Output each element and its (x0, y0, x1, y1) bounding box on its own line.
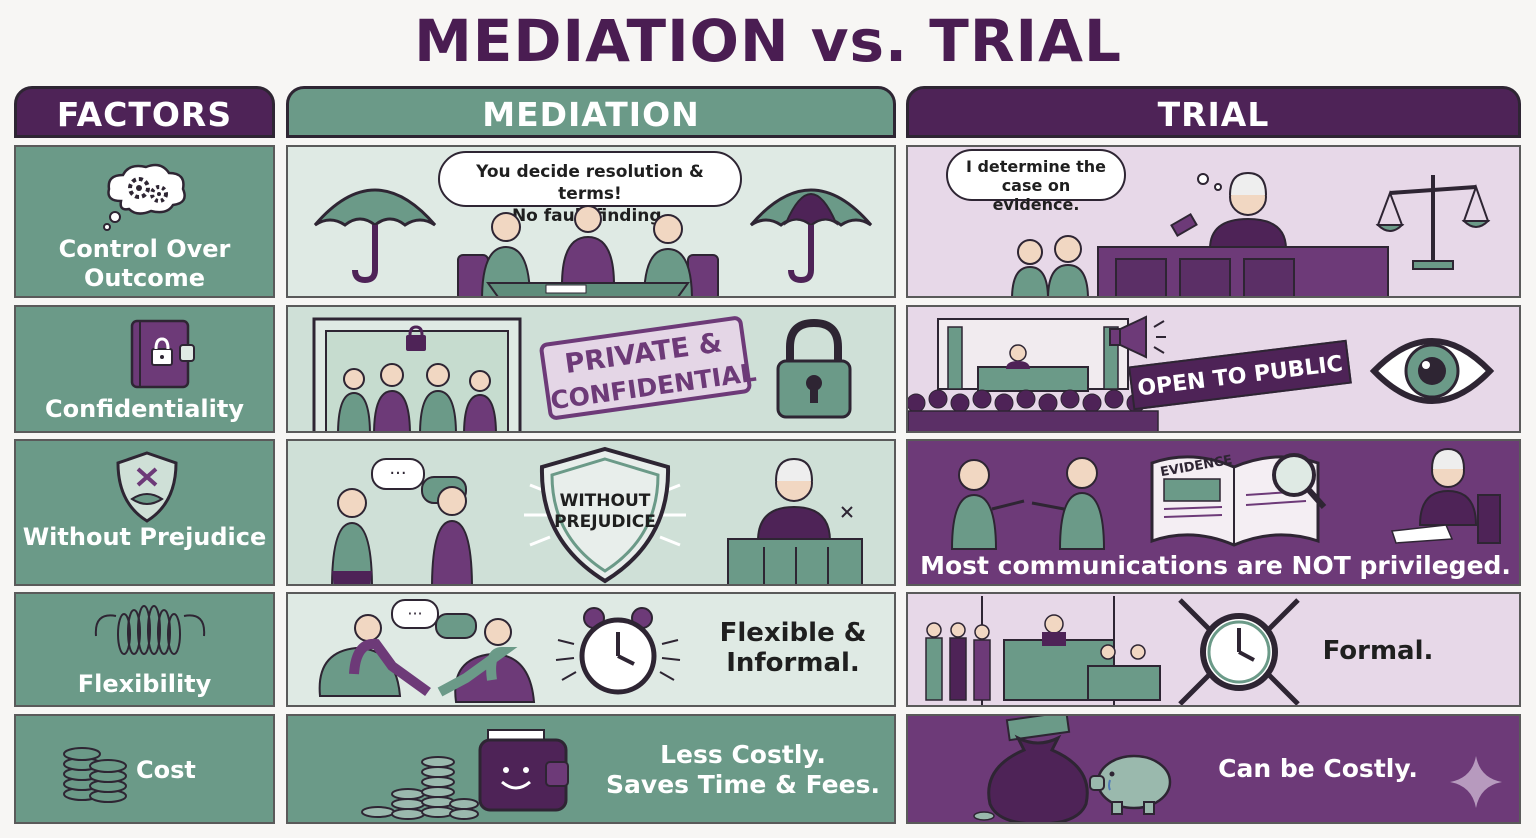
spring-coil-icon (94, 605, 206, 655)
mediation-table-people-icon (457, 205, 719, 296)
header-trial: TRIAL (906, 86, 1521, 138)
svg-text:···: ··· (407, 604, 422, 623)
factor-cell-confidentiality: Confidentiality (14, 305, 275, 433)
factor-cell-cost: Cost (14, 714, 275, 824)
mediation-flexibility-text: Flexible & Informal. (698, 618, 888, 678)
arguing-people-icon (950, 457, 1106, 550)
judge-writing-icon (1390, 447, 1501, 544)
money-bag-icon (973, 716, 1089, 822)
chained-clock-icon (1178, 598, 1300, 705)
judge-crossed-arms-icon (727, 457, 863, 584)
shield-line: PREJUDICE (554, 512, 656, 532)
trial-cell-confidentiality: OPEN TO PUBLIC (906, 305, 1521, 433)
header-factors: FACTORS (14, 86, 275, 138)
formal-courtroom-icon (925, 596, 1161, 705)
umbrella-icon (749, 188, 873, 284)
coins-pile-icon (361, 756, 479, 820)
trial-cost-text: Can be Costly. (1218, 754, 1418, 783)
factor-label: Confidentiality (45, 395, 244, 423)
mediator-speech-bubble: You decide resolution & terms! No fault … (438, 151, 742, 226)
padlock-icon (776, 318, 852, 419)
judge-bench-icon (1011, 171, 1389, 296)
private-room-people-icon (312, 317, 522, 431)
gears-thought-cloud-icon (103, 163, 186, 231)
factor-cell-control: Control Over Outcome (14, 145, 275, 298)
piggy-bank-icon (1089, 754, 1172, 815)
evidence-book-icon (1150, 453, 1327, 547)
factor-label: Cost (136, 756, 196, 784)
public-courtroom-audience-icon (908, 318, 1159, 431)
mediation-cell-cost: Less Costly. Saves Time & Fees. (286, 714, 896, 824)
two-people-talking-icon: ··· (331, 458, 473, 584)
smiling-wallet-icon (478, 729, 569, 812)
trial-flexibility-text: Formal. (1322, 636, 1434, 666)
factor-label: Without Prejudice (22, 523, 267, 551)
trial-cell-prejudice: EVIDENCE Most communications are NOT pri… (906, 439, 1521, 586)
alarm-clock-icon (555, 607, 681, 695)
judge-speech-bubble: I determine the case on evidence. (946, 149, 1126, 214)
relaxed-people-beanbags-icon: ··· (318, 599, 536, 703)
trial-cell-cost: Can be Costly. (906, 714, 1521, 824)
private-confidential-stamp: PRIVATE & CONFIDENTIAL (538, 315, 758, 421)
bubble-line: You decide resolution & terms! (476, 162, 704, 204)
page-title: MEDIATION vs. TRIAL (414, 7, 1122, 75)
shield-silence-icon (116, 451, 178, 523)
scales-of-justice-icon (1375, 175, 1491, 270)
sparkle-icon (1450, 756, 1502, 808)
mediation-cell-flexibility: ··· Flexible & Informal. (286, 592, 896, 707)
text-line: Informal. (726, 648, 860, 678)
trial-cell-flexibility: Formal. (906, 592, 1521, 707)
factor-label: Control Over Outcome (58, 235, 231, 292)
shield-line: WITHOUT (559, 491, 651, 511)
mediation-cell-confidentiality: PRIVATE & CONFIDENTIAL (286, 305, 896, 433)
without-prejudice-shield-icon (524, 446, 686, 584)
mediation-cell-control: You decide resolution & terms! No fault … (286, 145, 896, 298)
trial-prejudice-caption: Most communications are NOT privileged. (920, 551, 1511, 580)
text-line: Saves Time & Fees. (606, 770, 880, 799)
mediation-cell-prejudice: ··· WITHOUT PREJUDICE (286, 439, 896, 586)
megaphone-icon (1109, 315, 1166, 359)
shield-text: WITHOUT PREJUDICE (540, 491, 670, 533)
text-line: Less Costly. (660, 740, 826, 769)
factor-cell-prejudice: Without Prejudice (14, 439, 275, 586)
bubble-line: I determine the (965, 157, 1107, 176)
locked-notebook-icon (130, 319, 195, 389)
factor-cell-flexibility: Flexibility (14, 592, 275, 707)
coin-stack-icon (63, 747, 127, 803)
factor-label: Flexibility (77, 670, 212, 698)
trial-cell-control: I determine the case on evidence. (906, 145, 1521, 298)
svg-text:···: ··· (389, 463, 406, 484)
bubble-line: case on evidence. (992, 176, 1080, 214)
umbrella-icon (313, 188, 437, 284)
eye-icon (1369, 338, 1495, 404)
text-line: Flexible & (719, 618, 867, 648)
mediation-cost-text: Less Costly. Saves Time & Fees. (598, 740, 888, 800)
header-mediation: MEDIATION (286, 86, 896, 138)
